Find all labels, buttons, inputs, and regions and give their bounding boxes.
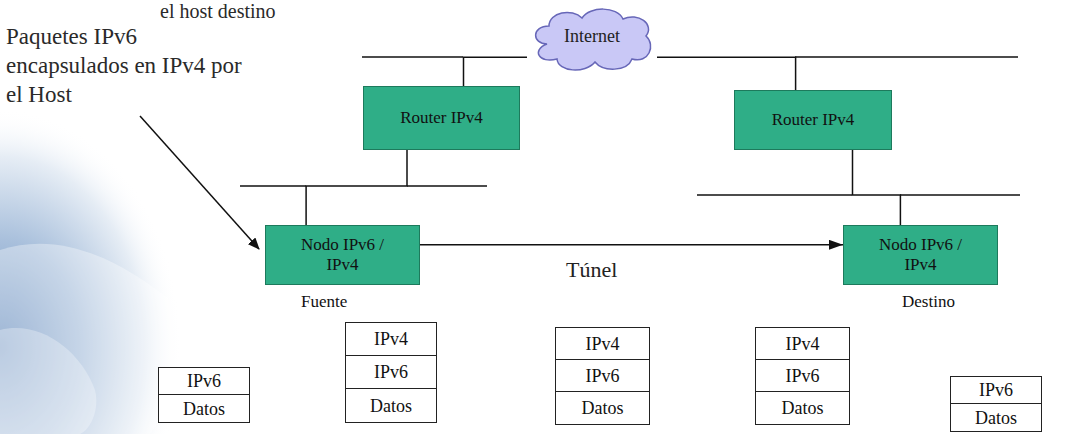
bus-line [407,185,487,187]
field-label: IPv6 [585,366,619,386]
tunnel-arrow [420,244,843,246]
network-link [464,57,528,86]
header-field: IPv6 [346,356,436,389]
field-label: IPv6 [187,371,221,391]
cloud-swirl [0,328,96,434]
callout-text: Paquetes IPv6 encapsulados en IPv4 por e… [6,22,246,109]
slide-heading-fragment: el host destino [160,0,360,22]
header-field: IPv6 [951,377,1041,404]
header-field: IPv6 [159,368,249,395]
field-label: IPv4 [585,334,619,354]
header-field: Datos [951,404,1041,431]
packet-stack: IPv6Datos [950,376,1042,432]
host-node-box: Nodo IPv6 / IPv4Destino [843,225,998,285]
network-link [306,150,407,225]
field-label: Datos [183,399,225,419]
cloud-label: Internet [564,25,620,47]
bus-line [362,56,463,58]
header-field: Datos [756,392,849,424]
router-box: Router IPv4 [734,90,892,150]
header-field: IPv4 [346,323,436,356]
field-label: Datos [782,398,824,418]
node-caption: Destino [902,292,955,312]
field-label: Datos [975,408,1017,428]
header-field: Datos [346,389,436,422]
packet-stack: IPv4IPv6Datos [755,327,850,425]
bus-line [795,56,1018,58]
field-label: IPv6 [374,362,408,382]
field-label: IPv4 [374,329,408,349]
packet-stack: IPv4IPv6Datos [555,327,650,425]
bus-line [697,194,852,196]
leader-arrow [140,116,259,249]
packet-stack: IPv4IPv6Datos [345,322,437,423]
header-field: Datos [556,392,649,424]
node-caption: Fuente [301,292,347,312]
node-label: Router IPv4 [772,110,855,130]
bus-line [900,194,1020,196]
field-label: IPv6 [785,366,819,386]
network-link [853,150,901,225]
node-label: Nodo IPv6 / IPv4 [291,235,395,275]
header-field: IPv4 [556,328,649,360]
bus-line [240,185,306,187]
field-label: Datos [370,396,412,416]
host-node-box: Nodo IPv6 / IPv4Fuente [265,225,420,285]
router-box: Router IPv4 [363,86,520,150]
field-label: IPv6 [979,380,1013,400]
network-link [657,57,796,90]
field-label: IPv4 [785,334,819,354]
internet-cloud: Internet [527,4,657,74]
edge-label: Túnel [563,257,620,283]
node-label: Nodo IPv6 / IPv4 [869,235,973,275]
cloud-shape [536,9,651,70]
packet-stack: IPv6Datos [158,367,250,423]
node-label: Router IPv4 [400,108,483,128]
field-label: Datos [582,398,624,418]
header-field: Datos [159,395,249,422]
header-field: IPv6 [556,360,649,392]
header-field: IPv6 [756,360,849,392]
earth-picture [0,0,330,434]
header-field: IPv4 [756,328,849,360]
